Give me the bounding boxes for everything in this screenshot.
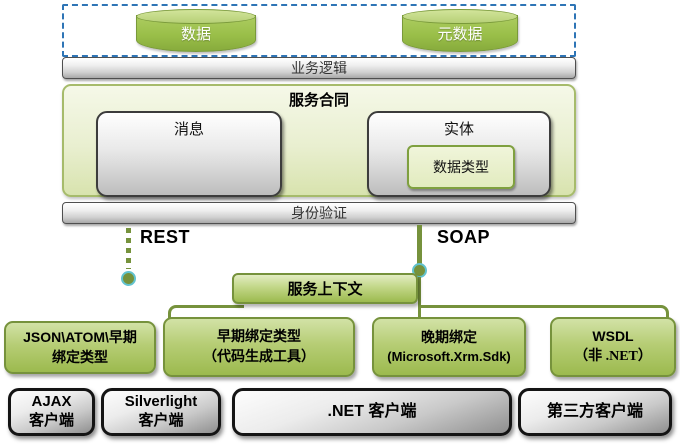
connector-left-branch [168, 305, 244, 318]
client-box-silverlight: Silverlight 客户端 [101, 388, 221, 436]
binding-line: WSDL [592, 328, 634, 345]
soap-line [417, 225, 422, 267]
client-line: Silverlight [124, 393, 198, 411]
metadata-cylinder-label: 元数据 [437, 26, 483, 43]
entity-box: 实体 数据类型 [367, 111, 551, 197]
client-line: 第三方客户端 [546, 403, 643, 420]
service-context-label: 服务上下文 [287, 281, 363, 298]
binding-line: 早期绑定类型 [217, 328, 301, 345]
client-line: AJAX [31, 393, 72, 411]
data-cylinder: 数据 [136, 9, 256, 52]
entity-label: 实体 [443, 121, 474, 138]
binding-line: (Microsoft.Xrm.Sdk) [387, 348, 511, 364]
data-types-box: 数据类型 [407, 145, 515, 189]
cylinder-top [136, 9, 256, 24]
binding-box-json-atom: JSON\ATOM\早期 绑定类型 [4, 321, 156, 374]
client-line: 客户端 [28, 412, 74, 429]
service-contract-box: 服务合同 消息 实体 数据类型 [62, 84, 576, 197]
soap-label: SOAP [437, 227, 491, 247]
binding-line: （非 .NET） [574, 349, 652, 364]
binding-box-early-bound: 早期绑定类型 （代码生成工具） [163, 317, 355, 377]
client-box-thirdparty: 第三方客户端 [518, 388, 672, 436]
rest-endpoint-node [121, 271, 136, 286]
service-context-box: 服务上下文 [232, 273, 418, 304]
binding-line: JSON\ATOM\早期 [23, 328, 137, 345]
authentication-label: 身份验证 [291, 205, 347, 221]
authentication-bar: 身份验证 [62, 202, 576, 224]
connector-right-branch [419, 305, 669, 318]
binding-line: （代码生成工具） [203, 348, 315, 364]
cylinder-top [402, 9, 518, 24]
client-line: 客户端 [138, 412, 184, 429]
binding-line: 晚期绑定 [421, 329, 477, 346]
message-box: 消息 [96, 111, 282, 197]
binding-box-late-bound: 晚期绑定 (Microsoft.Xrm.Sdk) [372, 317, 526, 377]
binding-box-wsdl: WSDL （非 .NET） [550, 317, 676, 377]
data-cylinder-label: 数据 [180, 26, 211, 43]
service-contract-title: 服务合同 [288, 92, 349, 109]
rest-label: REST [140, 227, 191, 247]
business-logic-bar: 业务逻辑 [62, 57, 576, 79]
rest-dotted-line [126, 228, 131, 269]
client-line: .NET 客户端 [327, 403, 417, 420]
data-store-group [62, 4, 576, 57]
business-logic-label: 业务逻辑 [291, 60, 347, 76]
connector-soap-vertical [418, 277, 421, 318]
client-box-dotnet: .NET 客户端 [232, 388, 512, 436]
data-types-label: 数据类型 [433, 159, 489, 175]
message-label: 消息 [173, 121, 204, 138]
client-box-ajax: AJAX 客户端 [8, 388, 95, 436]
binding-line: 绑定类型 [52, 348, 108, 365]
metadata-cylinder: 元数据 [402, 9, 518, 52]
